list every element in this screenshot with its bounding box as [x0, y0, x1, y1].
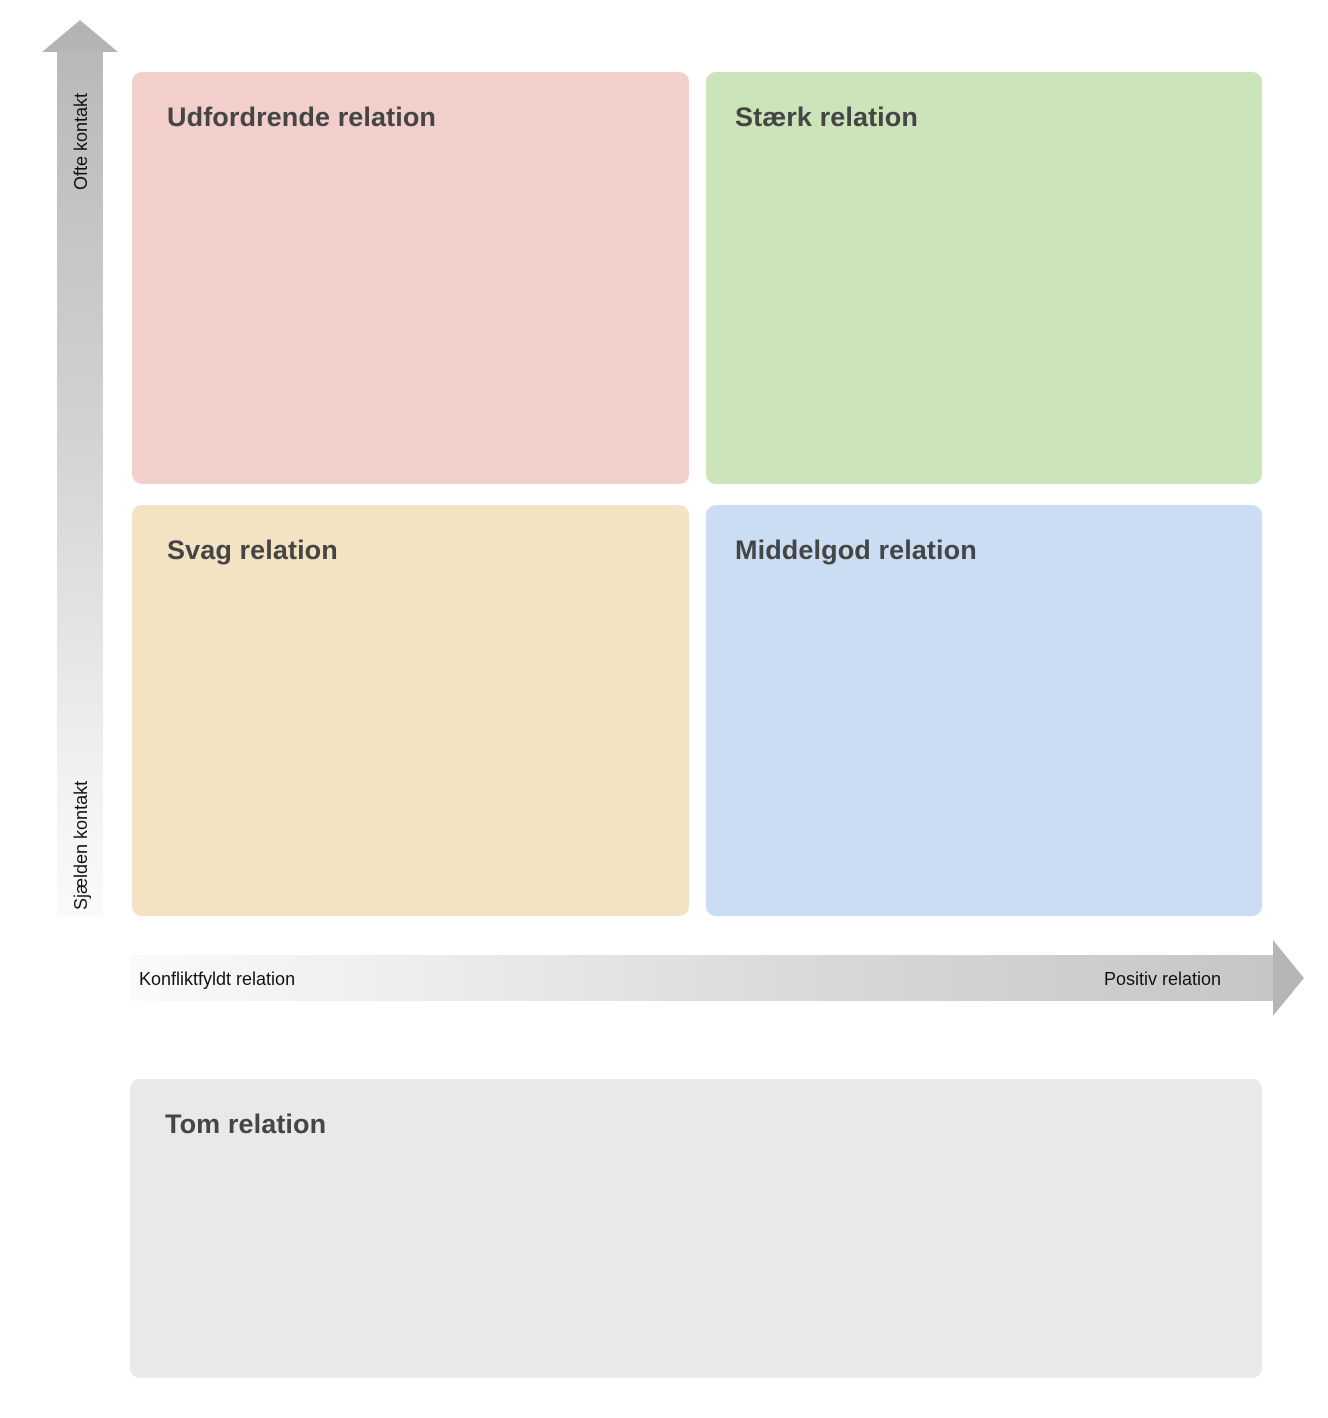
quadrant-medium-relation: Middelgod relation — [706, 505, 1262, 916]
quadrant-title: Udfordrende relation — [167, 102, 437, 132]
horizontal-axis-shaft — [130, 955, 1274, 1001]
arrow-right-icon — [1273, 940, 1304, 1016]
arrow-up-icon — [42, 20, 118, 52]
horizontal-axis-arrow — [130, 940, 1305, 1016]
vertical-axis-arrow — [42, 20, 120, 916]
quadrant-challenging-relation: Udfordrende relation — [132, 72, 689, 484]
horizontal-axis-right-label: Positiv relation — [1104, 969, 1222, 989]
vertical-axis-bottom-label: Sjælden kontakt — [71, 780, 91, 910]
quadrant-strong-relation: Stærk relation — [706, 72, 1262, 484]
quadrant-title: Stærk relation — [735, 102, 918, 132]
vertical-axis-top-label: Ofte kontakt — [71, 92, 91, 190]
quadrant-title: Svag relation — [167, 535, 338, 565]
vertical-axis-shaft — [57, 51, 103, 916]
empty-relation-box: Tom relation — [130, 1079, 1262, 1378]
horizontal-axis-left-label: Konfliktfyldt relation — [139, 969, 296, 989]
quadrant-title: Middelgod relation — [735, 535, 977, 565]
quadrant-weak-relation: Svag relation — [132, 505, 689, 916]
empty-relation-title: Tom relation — [165, 1109, 327, 1139]
